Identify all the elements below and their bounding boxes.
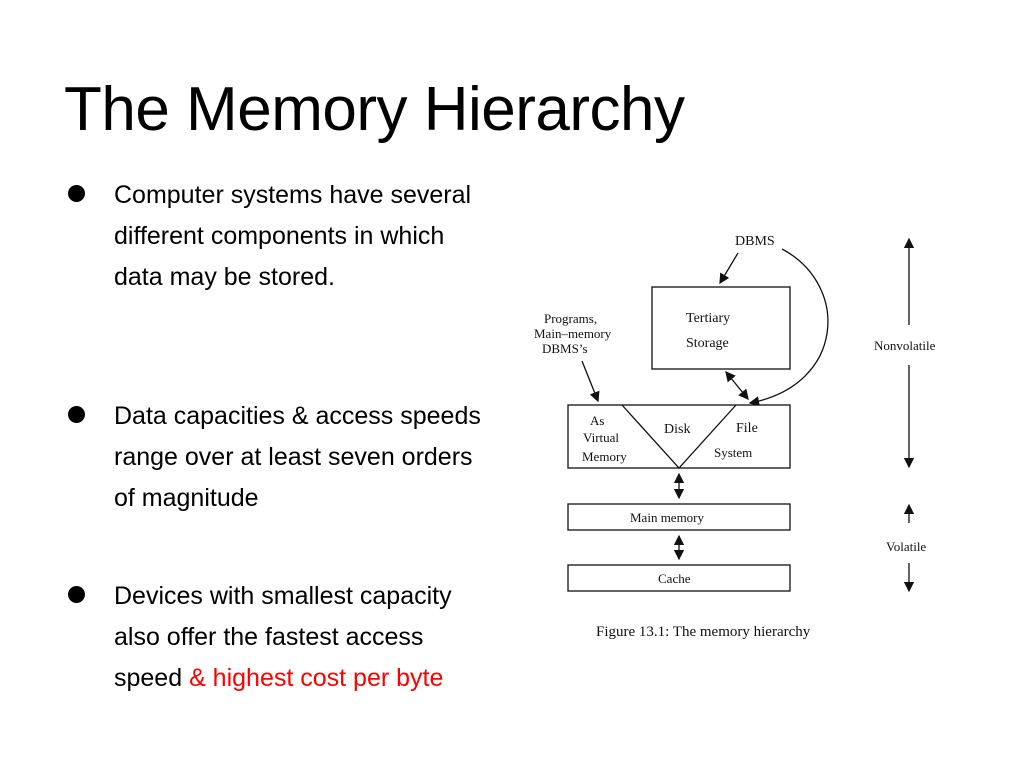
as-label: As — [590, 413, 604, 428]
bullet-text: Data capacities & access speeds range ov… — [114, 402, 481, 512]
figure-caption: Figure 13.1: The memory hierarchy — [596, 624, 811, 640]
bullet-item-1: Computer systems have several different … — [68, 175, 498, 298]
memory-hierarchy-diagram: DBMS Programs, Main–memory DBMS’s Tertia… — [534, 234, 936, 640]
programs-arrow — [581, 360, 600, 403]
tertiary-disk-arrow — [725, 370, 749, 401]
bullet-dot-icon — [68, 406, 85, 423]
programs-label: Programs, — [544, 311, 597, 326]
main-memory-box — [567, 503, 791, 531]
main-memory-label: Main–memory — [534, 326, 612, 341]
dbms-to-file-system-arrow — [748, 248, 829, 407]
bullet-text-container: Devices with smallest capacity also offe… — [114, 576, 498, 699]
slide-title: The Memory Hierarchy — [64, 75, 685, 144]
nonvolatile-label: Nonvolatile — [874, 338, 936, 353]
bullet-dot-icon — [68, 586, 85, 603]
disk-box — [567, 404, 791, 469]
cache-box — [567, 564, 791, 592]
system-label: System — [714, 445, 752, 460]
dbms-label: DBMS — [735, 234, 775, 249]
tertiary-storage-box — [651, 286, 791, 370]
main-memory-box-label: Main memory — [630, 510, 705, 525]
cache-label: Cache — [658, 571, 691, 586]
bullet-item-3: Devices with smallest capacity also offe… — [68, 576, 498, 699]
file-label: File — [736, 421, 758, 436]
memory-label: Memory — [582, 449, 627, 464]
tertiary-label: Tertiary — [686, 311, 730, 326]
virtual-label: Virtual — [583, 430, 619, 445]
bullet-dot-icon — [68, 185, 85, 202]
bullet-item-2: Data capacities & access speeds range ov… — [68, 396, 498, 519]
bullet-text: Computer systems have several different … — [114, 181, 472, 291]
volatile-label: Volatile — [886, 539, 926, 554]
bullet-highlight-text: & highest cost per byte — [189, 664, 444, 692]
dbmss-label: DBMS’s — [542, 341, 588, 356]
disk-label: Disk — [664, 422, 690, 437]
bullet-text: Devices with smallest capacity also offe… — [114, 582, 452, 692]
disk-divider-lines — [621, 404, 737, 469]
memory-hierarchy-figure: DBMS Programs, Main–memory DBMS’s Tertia… — [520, 225, 960, 655]
dbms-to-tertiary-arrow — [719, 252, 739, 285]
storage-label: Storage — [686, 336, 729, 351]
